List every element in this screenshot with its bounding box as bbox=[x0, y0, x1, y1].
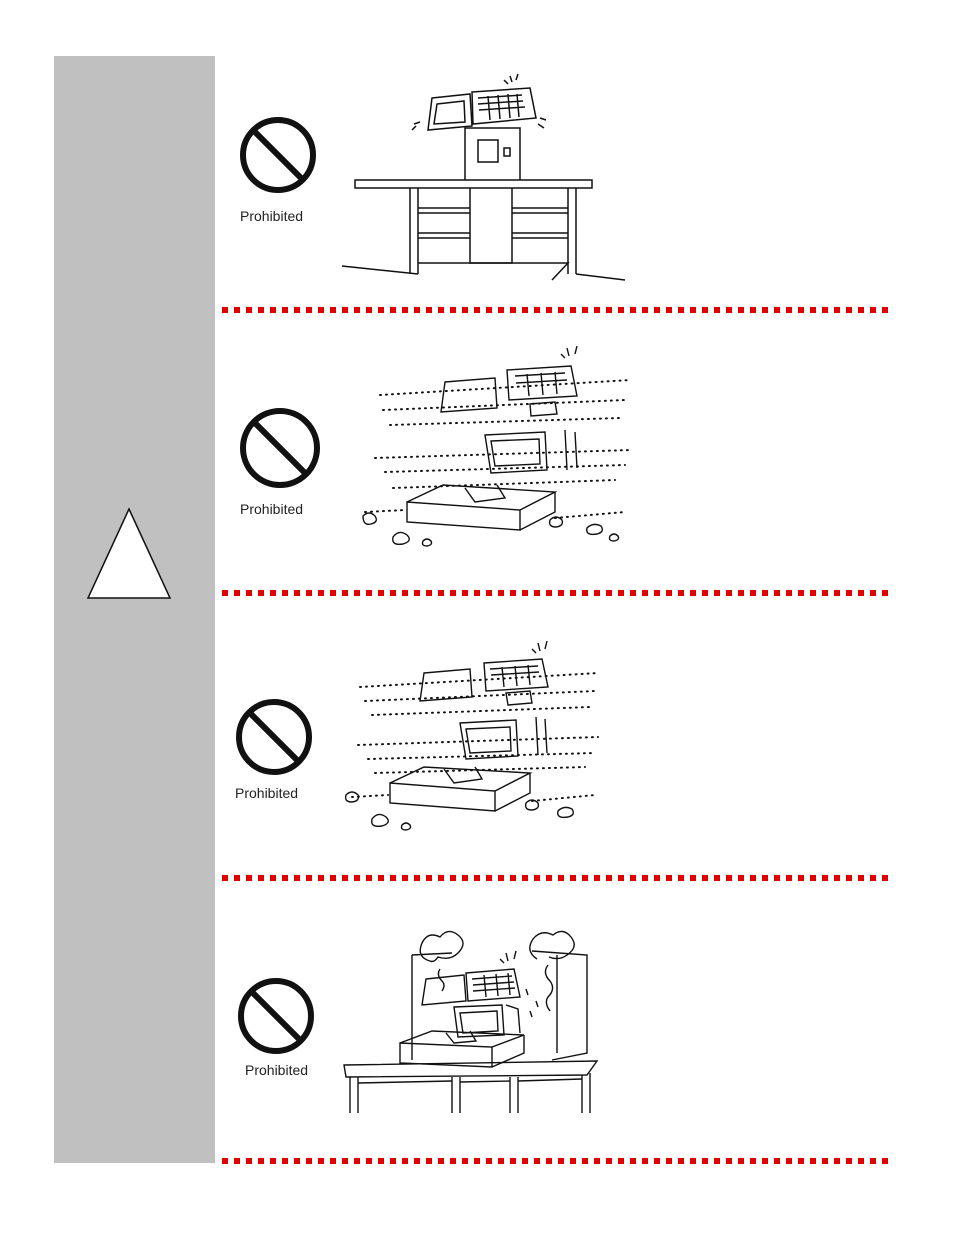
prohibited-sign-icon bbox=[238, 406, 322, 490]
warning-triangle-icon bbox=[86, 507, 172, 599]
register-in-dust-icon bbox=[340, 635, 602, 835]
register-in-dust-icon bbox=[345, 340, 633, 552]
prohibited-label: Prohibited bbox=[235, 785, 298, 801]
section-divider bbox=[222, 875, 892, 881]
prohibited-label: Prohibited bbox=[240, 501, 303, 517]
prohibited-label: Prohibited bbox=[240, 208, 303, 224]
prohibited-sign-icon bbox=[234, 697, 314, 777]
register-on-unstable-table-icon bbox=[340, 68, 630, 288]
sidebar-band bbox=[54, 56, 215, 1163]
prohibited-sign-icon bbox=[236, 976, 316, 1056]
prohibited-label: Prohibited bbox=[245, 1062, 308, 1078]
section-divider bbox=[222, 307, 892, 313]
prohibited-sign-icon bbox=[238, 115, 318, 195]
register-near-heat-steam-icon bbox=[342, 925, 600, 1115]
section-divider bbox=[222, 1158, 892, 1164]
section-divider bbox=[222, 590, 892, 596]
